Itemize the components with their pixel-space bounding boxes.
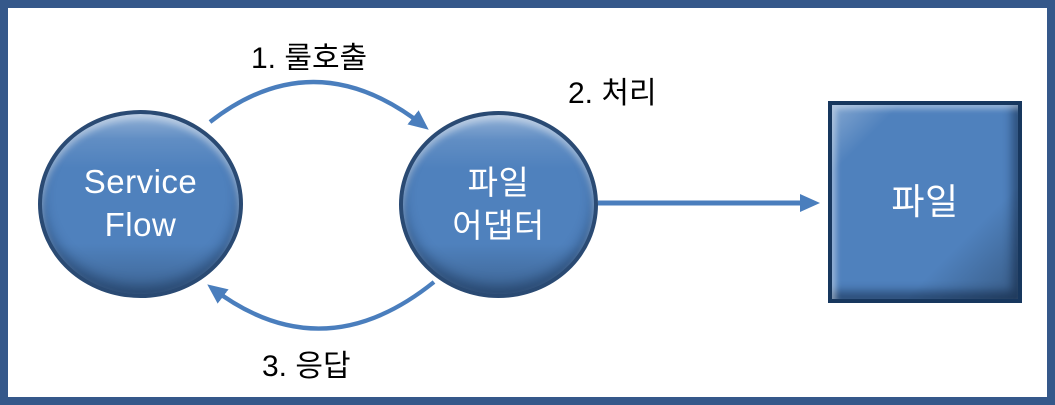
label-step2-process: 2. 처리 bbox=[568, 77, 657, 110]
label-step1-rule-call: 1. 룰호출 bbox=[251, 42, 368, 75]
arrow-rule-call bbox=[208, 79, 429, 130]
node-file-adapter-label: 파일 어댑터 bbox=[452, 163, 545, 244]
node-service-flow: Service Flow bbox=[38, 110, 243, 298]
node-service-flow-label: Service Flow bbox=[83, 163, 198, 243]
arrow-response bbox=[207, 280, 436, 331]
label-step3-response: 3. 응답 bbox=[262, 350, 351, 383]
node-file-label: 파일 bbox=[891, 180, 959, 222]
node-file-adapter: 파일 어댑터 bbox=[399, 111, 598, 298]
node-file: 파일 bbox=[828, 101, 1022, 303]
